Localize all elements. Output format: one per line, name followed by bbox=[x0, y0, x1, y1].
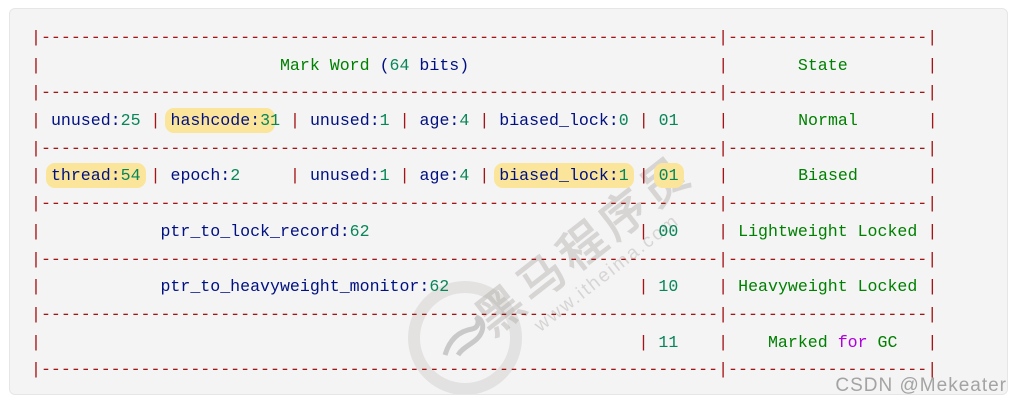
mark-word-table: |---------------------------------------… bbox=[31, 24, 938, 384]
table-row: | Mark Word (64 bits) | State | bbox=[31, 55, 938, 75]
highlight-pill: thread:54 bbox=[45, 163, 146, 189]
highlight-pill: 01 bbox=[653, 163, 684, 189]
table-row: |---------------------------------------… bbox=[31, 138, 938, 158]
table-row: | ptr_to_heavyweight_monitor:62 | 10 | H… bbox=[31, 277, 938, 297]
table-row: | ptr_to_lock_record:62 | 00 | Lightweig… bbox=[31, 221, 938, 241]
table-row: | | 11 | Marked for GC | bbox=[31, 332, 938, 352]
table-row: |---------------------------------------… bbox=[31, 249, 938, 269]
highlight-pill: biased_lock:1 bbox=[494, 163, 634, 189]
table-row: |---------------------------------------… bbox=[31, 194, 938, 214]
table-row: | thread:54 | epoch:2 | unused:1 | age:4… bbox=[31, 162, 938, 190]
table-row: |---------------------------------------… bbox=[31, 28, 938, 47]
table-row: |---------------------------------------… bbox=[31, 83, 938, 103]
highlight-pill: hashcode:3 bbox=[165, 108, 276, 134]
table-row: | unused:25 | hashcode:31 | unused:1 | a… bbox=[31, 107, 938, 135]
code-block-panel: 黑马程序员 www.itheima.com |-----------------… bbox=[9, 8, 1008, 395]
table-row: |---------------------------------------… bbox=[31, 360, 938, 380]
csdn-watermark: CSDN @Mekeater bbox=[835, 375, 1007, 396]
table-row: |---------------------------------------… bbox=[31, 304, 938, 324]
